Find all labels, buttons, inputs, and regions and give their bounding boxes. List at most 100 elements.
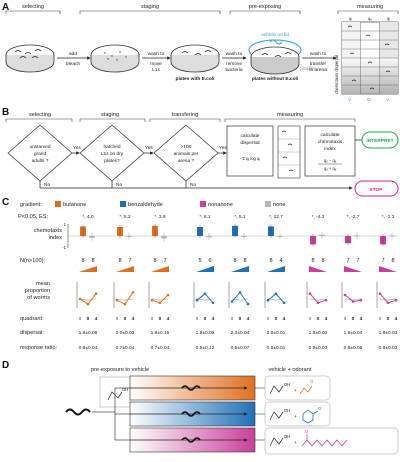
- ramp-3: [196, 266, 214, 272]
- quad-tick-3-2: 4: [212, 316, 215, 322]
- lp-line-6: [309, 293, 327, 304]
- interpret-text: INTERPRET: [366, 138, 393, 144]
- response-value-6: 0.9±0.03: [309, 345, 328, 351]
- wash-to-label-3: wash to: [310, 51, 327, 57]
- calc-dispersal-box: calculate dispersal −Σ qᵢ log qᵢ: [226, 125, 274, 177]
- lp-line-8: [379, 293, 397, 304]
- lp-line-4: [231, 291, 249, 305]
- chemo-tick-1: 1: [64, 222, 67, 227]
- dispersal-value-7: 1.9±0.04: [344, 330, 363, 336]
- calc-disp-2: dispersal: [240, 140, 259, 146]
- b-header-selecting: selecting: [29, 112, 51, 118]
- chemotaxis-label-1: chemotaxis: [34, 228, 62, 234]
- quad-tick-7-2: 4: [360, 316, 363, 322]
- lp-point-2-2: [166, 293, 170, 297]
- effect-size-7: *, -2.7: [347, 214, 360, 220]
- mean-label-3: of worms: [27, 295, 50, 301]
- l1s-label: L1s: [152, 67, 160, 73]
- n-value-b-6: 8: [321, 258, 324, 264]
- lp-point-4-2: [246, 302, 250, 306]
- quad-tick-6-2: 4: [325, 316, 328, 322]
- quad-tick-6-0: I: [309, 316, 311, 322]
- effect-size-4: *, 5.1: [234, 214, 246, 220]
- molecule-butanone-box: OH + O: [264, 375, 331, 401]
- add-label: add: [69, 51, 77, 57]
- panel-label-d: D: [2, 360, 9, 371]
- no-3: No: [190, 182, 196, 188]
- lp-point-8-2: [394, 298, 398, 302]
- quad-tick-6-1: 0: [317, 316, 320, 322]
- lp-point-1-0: [115, 298, 119, 302]
- ramp-6: [309, 266, 327, 272]
- arrow-transfer-arena: wash to transfer to arena: [302, 51, 337, 73]
- lp-point-0-2: [94, 292, 98, 296]
- response-value-1: 0.7±0.04: [116, 345, 135, 351]
- lp-none-line-7: [344, 298, 362, 301]
- quad-tick-0-0: I: [79, 316, 81, 322]
- lp-point-5-1: [274, 292, 278, 296]
- d-gradient-butanone: [129, 375, 256, 401]
- arena-grid: qᵢ qₒ qᵢ chemotaxis dispersal V O V: [334, 16, 399, 103]
- lp-point-2-1: [158, 301, 162, 305]
- stop-text: STOP: [370, 187, 384, 193]
- lp-none-line-8: [379, 298, 397, 301]
- lp-point-6-2: [324, 298, 328, 302]
- q-i-left: qᵢ: [349, 16, 352, 21]
- plate-2: [90, 44, 140, 73]
- molecule-benzaldehyde-box: OH + O: [264, 401, 331, 427]
- lp-point-7-0: [343, 293, 347, 297]
- lp-point-8-0: [378, 292, 382, 296]
- n-value-b-7: 7: [356, 258, 359, 264]
- bacteria-label: bacteria: [225, 67, 242, 73]
- quad-tick-7-1: 0: [352, 316, 355, 322]
- gradient-label: gradient:: [20, 202, 42, 208]
- n-value-a-8: 7: [381, 258, 384, 264]
- mean-label-1: mean: [36, 281, 50, 287]
- legend-label-none: none: [273, 202, 285, 208]
- pre-exposure-label: pre-exposure to vehicle: [91, 367, 149, 373]
- lp-point-1-2: [131, 291, 135, 294]
- dispersal-value-3: 1.9±0.09: [196, 330, 215, 336]
- d-connectors: [255, 387, 265, 441]
- response-value-7: 0.8±0.05: [344, 345, 363, 351]
- quad-tick-3-0: I: [196, 316, 198, 322]
- dispersal-value-0: 1.8±0.08: [79, 330, 98, 336]
- panel-label-c: C: [2, 197, 9, 208]
- calc-disp-1: calculate: [241, 133, 260, 139]
- panel-label-a: A: [2, 2, 9, 13]
- mean-label-2: proportion: [25, 288, 50, 294]
- plate-1: [5, 44, 55, 73]
- lp-none-line-0: [79, 298, 97, 301]
- quad-tick-1-2: 4: [132, 316, 135, 322]
- lp-line-1: [116, 292, 134, 305]
- effect-size-2: *, 3.8: [154, 214, 166, 220]
- legend-swatch-butanone: [55, 201, 61, 207]
- ramp-2: [151, 266, 169, 272]
- d2-line1: hatched: [103, 144, 120, 150]
- d1-line2: grand: [34, 151, 47, 157]
- lp-point-7-1: [351, 300, 355, 303]
- yes-2: Yes: [145, 145, 153, 151]
- response-value-0: 0.8±0.04: [79, 345, 98, 351]
- lp-point-6-1: [316, 301, 320, 305]
- remove-label: remove: [226, 61, 242, 67]
- response-value-2: 0.7±0.04: [151, 345, 170, 351]
- quad-tick-2-2: 4: [167, 316, 170, 322]
- n-value-a-5: 8: [269, 258, 272, 264]
- plus-3: +: [294, 441, 297, 446]
- ramp-0: [79, 266, 97, 272]
- oh-label-3: OH: [284, 408, 290, 413]
- lp-line-5: [267, 293, 285, 304]
- lp-none-line-2: [151, 298, 169, 301]
- lp-none-line-1: [116, 298, 134, 301]
- move-label: move: [150, 62, 162, 67]
- quad-tick-7-0: I: [344, 316, 346, 322]
- n-value-a-3: 5: [198, 258, 201, 264]
- quad-tick-1-1: 0: [124, 316, 127, 322]
- ramp-4: [231, 266, 249, 272]
- calc-chemo-3: index: [324, 146, 336, 152]
- yes-3: Yes: [219, 145, 227, 151]
- n-value-a-0: 8: [81, 258, 84, 264]
